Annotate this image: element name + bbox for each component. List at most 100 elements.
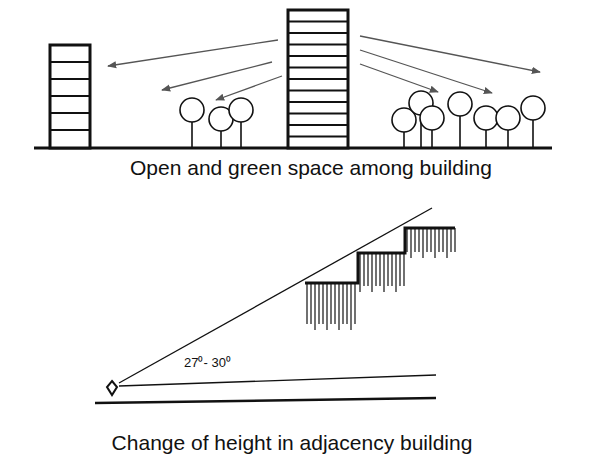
observer-figure [107,381,117,395]
hatch-stroke [375,253,376,286]
green-space-illustration [34,10,552,148]
hatch-stroke [306,283,307,324]
tree-crown [521,96,545,120]
hatch-stroke [334,283,335,324]
hatch-stroke [354,283,355,324]
tree [521,96,545,148]
hatch-stroke [438,228,439,252]
tree-crown [180,98,204,122]
sight-line [119,208,432,383]
hatch-stroke [391,253,392,286]
tree-trunk [459,116,461,148]
tree-crown [496,106,520,130]
hatch-stroke [446,228,447,258]
tree [496,106,520,148]
arrow [360,36,540,72]
floor-line [50,112,90,114]
tree-trunk [240,122,242,148]
tree-crown [474,106,498,130]
caption: Open and green space among building [130,156,492,180]
tree-crown [420,106,444,130]
hatch-stroke [338,283,339,330]
hatch-stroke [326,283,327,330]
floor-line [288,90,348,92]
tree-crown [448,92,472,116]
floor-line [288,32,348,34]
floor-line [288,44,348,46]
tree-trunk [532,120,534,148]
hatch-stroke [418,228,419,252]
hatch-stroke [395,253,396,292]
caption: Change of height in adjacency building [112,431,473,455]
floor-line [50,95,90,97]
floor-line [288,21,348,23]
floor-line [288,101,348,103]
hatch-stroke [330,283,331,324]
hatch-stroke [410,228,411,258]
horizontal-sight-line [119,375,436,386]
hatch-stroke [346,283,347,324]
hatch-stroke [367,253,368,286]
building-hatching [307,228,455,330]
floor-line [288,124,348,126]
hatch-stroke [406,228,407,252]
hatch-stroke [383,253,384,292]
hatch-stroke [430,228,431,252]
hatch-stroke [310,283,311,324]
hatch-stroke [314,283,315,330]
hatch-stroke [414,228,415,252]
floor-line [288,67,348,69]
tree-trunk [507,130,509,148]
hatch-stroke [403,253,404,286]
hatch-stroke [426,228,427,252]
tree-trunk [431,130,433,148]
hatch-stroke [371,253,372,292]
tree [448,92,472,148]
floor-line [50,129,90,131]
tree [392,108,416,148]
floor-line [288,136,348,138]
hatch-stroke [363,253,364,286]
arrow [360,64,438,92]
floor-line [288,78,348,80]
angle-label: 27⁰- 30⁰ [184,356,231,371]
hatch-stroke [379,253,380,286]
hatch-stroke [350,283,351,330]
hatch-stroke [450,228,451,252]
hatch-stroke [318,283,319,324]
tree-trunk [485,130,487,148]
tree [180,98,204,148]
tree [474,106,498,148]
arrow [108,40,278,66]
floor-line [288,55,348,57]
hatch-stroke [342,283,343,324]
tree [420,106,444,148]
hatch-stroke [322,283,323,324]
wind-arrows [108,36,540,100]
trees [180,91,545,148]
hatch-stroke [434,228,435,258]
arrow [360,50,492,93]
floor-line [288,113,348,115]
tall-building [288,10,348,148]
height-change-illustration [95,208,455,403]
ground-line [95,398,436,403]
hatch-stroke [359,253,360,292]
hatch-stroke [454,228,455,252]
arrow [216,76,282,100]
tree-trunk [220,131,222,148]
hatch-stroke [387,253,388,286]
floor-lines [50,22,348,137]
hatch-stroke [442,228,443,252]
hatch-stroke [399,253,400,286]
hatch-stroke [422,228,423,258]
tree [229,98,253,148]
tree-trunk [403,132,405,148]
floor-line [50,61,90,63]
tree-trunk [191,122,193,148]
floor-line [50,78,90,80]
tree-crown [229,98,253,122]
low-building [50,45,90,148]
